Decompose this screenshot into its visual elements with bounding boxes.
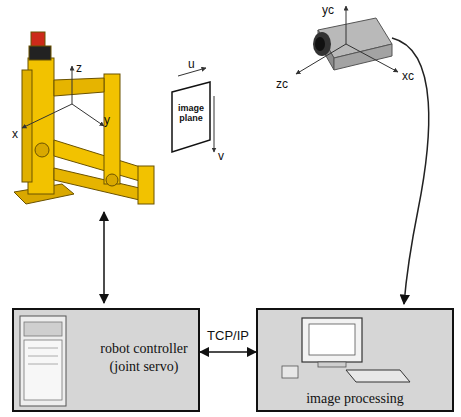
box-label: image processing: [258, 390, 452, 408]
computer-icon: [282, 318, 410, 382]
controller-box: robot controller (joint servo): [12, 308, 200, 412]
processing-box: image processing: [256, 308, 454, 412]
axis-label: xc: [402, 70, 414, 82]
axis-label: y: [104, 114, 110, 126]
connector: [200, 351, 256, 353]
box-fill: [12, 308, 200, 412]
camera-cable: [392, 38, 429, 304]
robot-axes: [22, 66, 104, 128]
axis-label: yc: [322, 4, 334, 16]
cabinet-icon: [20, 316, 66, 406]
connector-label: TCP/IP: [206, 329, 250, 342]
axis-label: u: [188, 58, 195, 70]
axis-label: v: [218, 150, 224, 162]
robot-link-arrow: [103, 212, 105, 303]
robot-arm: [14, 32, 154, 204]
box-fill: [256, 308, 454, 412]
axis-label: x: [12, 128, 18, 140]
axis-label: z: [76, 62, 82, 74]
camera-axes: [296, 6, 398, 74]
plane-label: image plane: [174, 104, 208, 124]
box-label: robot controller (joint servo): [96, 340, 192, 375]
axis-label: zc: [276, 78, 288, 90]
image-plane: [172, 68, 214, 152]
